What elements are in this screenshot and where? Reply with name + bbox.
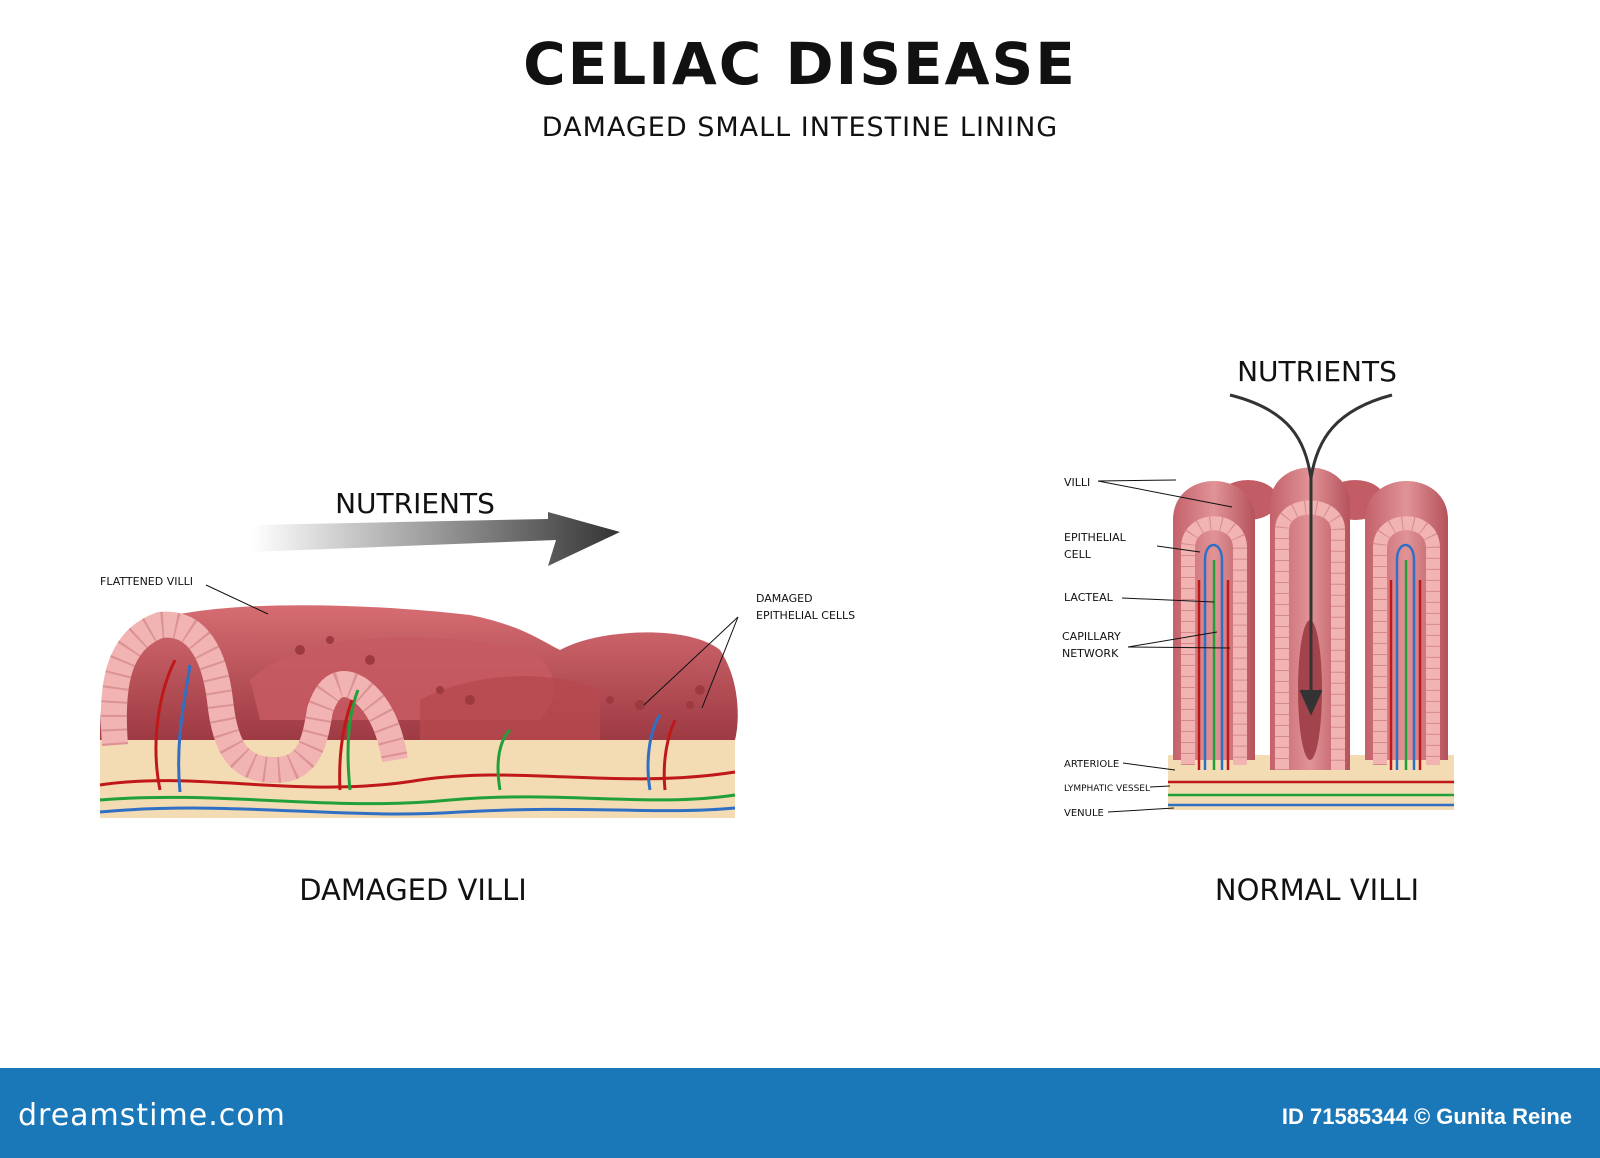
footer-bar: dreamstime.com ID 71585344 © Gunita Rein… (0, 1068, 1600, 1158)
label-villi: VILLI (1064, 476, 1090, 489)
nutrients-arrow-icon (252, 512, 620, 566)
damaged-nutrients-label: NUTRIENTS (335, 487, 495, 520)
normal-leader-lines (1097, 479, 1233, 813)
damaged-villi-illustration (99, 512, 739, 818)
dreamstime-logo-icon[interactable]: dreamstime.com (18, 1098, 286, 1133)
normal-villi-illustration (1097, 393, 1454, 813)
label-lymphatic-vessel: LYMPHATIC VESSEL (1064, 784, 1150, 794)
label-capillary-line2: NETWORK (1062, 647, 1119, 660)
label-venule: VENULE (1064, 808, 1104, 819)
label-epithelial-line2: CELL (1064, 548, 1092, 561)
label-damaged-line1: DAMAGED (756, 592, 813, 605)
image-credit: ID 71585344 © Gunita Reine (1281, 1104, 1572, 1129)
normal-vessels (1168, 543, 1454, 807)
damaged-leader-lines (205, 584, 739, 709)
nutrients-down-arrow-icon (1229, 393, 1393, 716)
damaged-vessels (99, 659, 736, 816)
label-capillary-line1: CAPILLARY (1062, 630, 1121, 643)
label-damaged-line2: EPITHELIAL CELLS (756, 609, 855, 622)
page-title: CELIAC DISEASE (523, 30, 1077, 98)
normal-nutrients-label: NUTRIENTS (1237, 355, 1397, 388)
label-lacteal: LACTEAL (1064, 591, 1114, 604)
damaged-base-tissue (100, 730, 735, 818)
label-epithelial-line1: EPITHELIAL (1064, 531, 1127, 544)
caption-normal-villi: NORMAL VILLI (1215, 873, 1419, 907)
page-subtitle: DAMAGED SMALL INTESTINE LINING (541, 112, 1059, 143)
label-flattened-villi: FLATTENED VILLI (100, 575, 193, 588)
label-arteriole: ARTERIOLE (1064, 759, 1119, 770)
damaged-epithelial-cells (295, 636, 705, 710)
caption-damaged-villi: DAMAGED VILLI (299, 873, 527, 907)
